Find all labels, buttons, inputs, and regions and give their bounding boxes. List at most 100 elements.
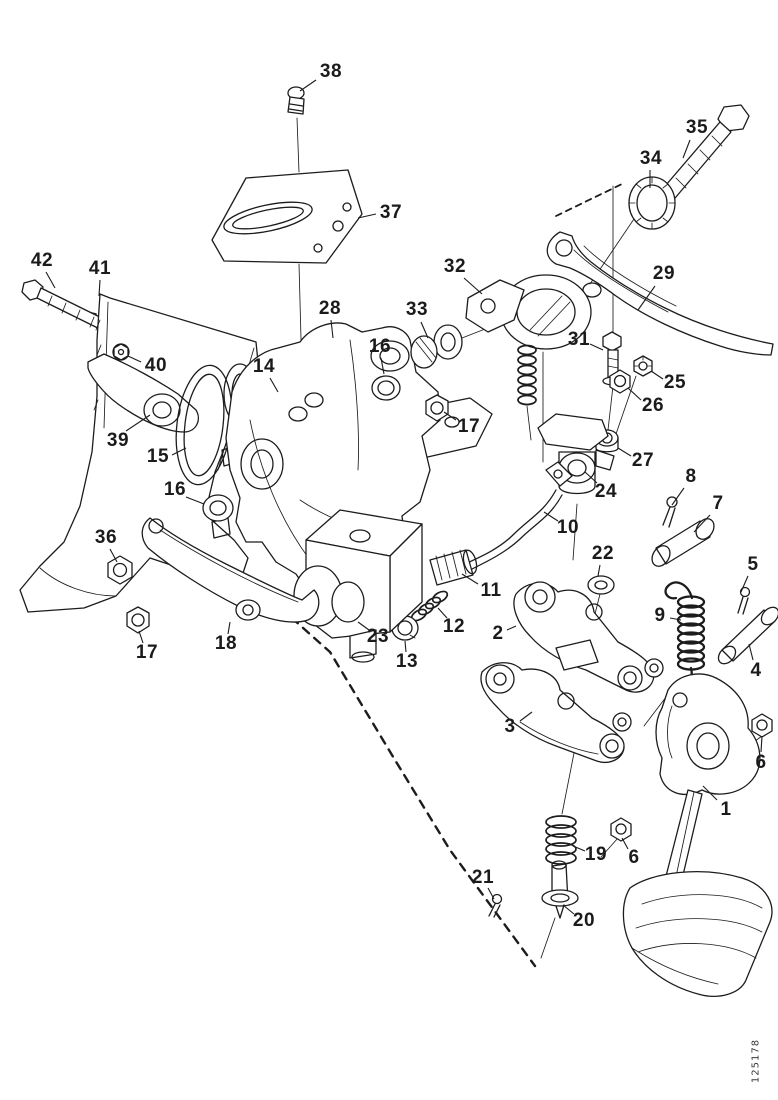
leader-line-16 (185, 496, 205, 505)
part-40-bolt (112, 343, 130, 361)
part-37-mounting-plate (211, 169, 363, 264)
part-19-spring (545, 815, 577, 865)
leader-line-25 (650, 370, 664, 380)
callout-38: 38 (319, 61, 343, 82)
leader-line-22 (597, 564, 601, 577)
part-9-spring (643, 581, 706, 727)
part-10-rod (455, 461, 573, 575)
leader-line-24 (584, 471, 598, 484)
leader-line-2 (506, 625, 517, 631)
callout-17: 17 (457, 416, 481, 437)
leader-line-21 (487, 887, 495, 900)
leader-line-1 (702, 785, 718, 801)
callout-15: 15 (146, 446, 170, 467)
leader-line-37 (357, 213, 377, 219)
callout-35: 35 (685, 117, 709, 138)
callout-37: 37 (379, 202, 403, 223)
leader-line-12 (437, 607, 448, 619)
part-6-nut-left (610, 817, 632, 842)
part-17-nut-upper (425, 394, 449, 422)
callout-18: 18 (214, 633, 238, 654)
leader-line-14 (269, 377, 279, 393)
part-21-cotter-pin (488, 893, 503, 918)
part-33-bushings (410, 324, 463, 369)
callout-36: 36 (94, 527, 118, 548)
part-26-nut (609, 369, 631, 394)
callout-33: 33 (405, 299, 429, 320)
callout-34: 34 (639, 148, 663, 169)
callout-17: 17 (135, 642, 159, 663)
callout-16: 16 (163, 479, 187, 500)
part-20-pin (541, 860, 579, 919)
leader-line-13 (404, 640, 407, 653)
leader-line-4 (748, 643, 754, 661)
callout-19: 19 (584, 844, 608, 865)
part-6-nut-right (751, 713, 773, 738)
callout-31: 31 (567, 329, 591, 350)
callout-1: 1 (720, 799, 732, 820)
callout-26: 26 (641, 395, 665, 416)
callout-28: 28 (318, 298, 342, 319)
callout-39: 39 (106, 430, 130, 451)
part-38-screw (287, 86, 305, 115)
leader-line-18 (227, 621, 231, 635)
leader-line-41 (98, 279, 101, 297)
leader-line-40 (127, 355, 142, 363)
callout-7: 7 (712, 493, 724, 514)
part-23-valve-body (293, 509, 423, 663)
callout-4: 4 (750, 660, 762, 681)
part-18-arm (141, 517, 320, 623)
callout-14: 14 (252, 356, 276, 377)
leader-line-11 (461, 573, 479, 585)
leader-line-42 (45, 271, 56, 289)
leader-line-9 (669, 617, 682, 621)
part-34-ring (628, 176, 676, 230)
part-11-threaded-end (429, 549, 478, 586)
leader-line-23 (357, 621, 370, 631)
part-29-arm (546, 231, 774, 356)
part-8-cotter-pin (662, 496, 678, 528)
leader-line-8 (671, 487, 685, 506)
part-32-cover (465, 274, 592, 350)
part-36-nut (107, 555, 133, 585)
part-31-bolt (602, 331, 624, 386)
leader-line-28 (330, 319, 334, 339)
part-1-pedal (622, 673, 773, 997)
part-30-spring (517, 344, 537, 406)
leader-line-36 (109, 548, 118, 563)
leader-line-10 (543, 511, 559, 522)
callout-5: 5 (747, 554, 759, 575)
leader-line-16 (380, 357, 385, 375)
leader-line-26 (627, 387, 642, 401)
part-16-ring-lower (202, 494, 234, 522)
part-7-pin (651, 518, 715, 567)
callout-2: 2 (492, 623, 504, 644)
callout-10: 10 (556, 517, 580, 538)
leader-line-38 (299, 79, 317, 92)
callout-40: 40 (144, 355, 168, 376)
leader-line-27 (617, 447, 632, 457)
callout-9: 9 (654, 605, 666, 626)
callout-21: 21 (471, 867, 495, 888)
callout-27: 27 (631, 450, 655, 471)
callout-42: 42 (30, 250, 54, 271)
leader-line-6 (760, 735, 763, 753)
leader-line-39 (125, 414, 151, 432)
callout-13: 13 (395, 651, 419, 672)
callout-23: 23 (366, 626, 390, 647)
figure-code: 125178 (750, 1038, 762, 1084)
leader-line-19 (572, 845, 586, 852)
callout-29: 29 (652, 263, 676, 284)
callout-32: 32 (443, 256, 467, 277)
callout-16: 16 (368, 336, 392, 357)
callout-3: 3 (504, 716, 516, 737)
leader-line-31 (589, 343, 604, 351)
part-3-lever (480, 662, 632, 763)
leader-line-20 (562, 904, 575, 915)
callout-22: 22 (591, 543, 615, 564)
callout-11: 11 (480, 580, 502, 601)
leader-line-29 (637, 285, 656, 311)
part-2-lever (513, 581, 664, 693)
leader-line-32 (463, 277, 483, 295)
